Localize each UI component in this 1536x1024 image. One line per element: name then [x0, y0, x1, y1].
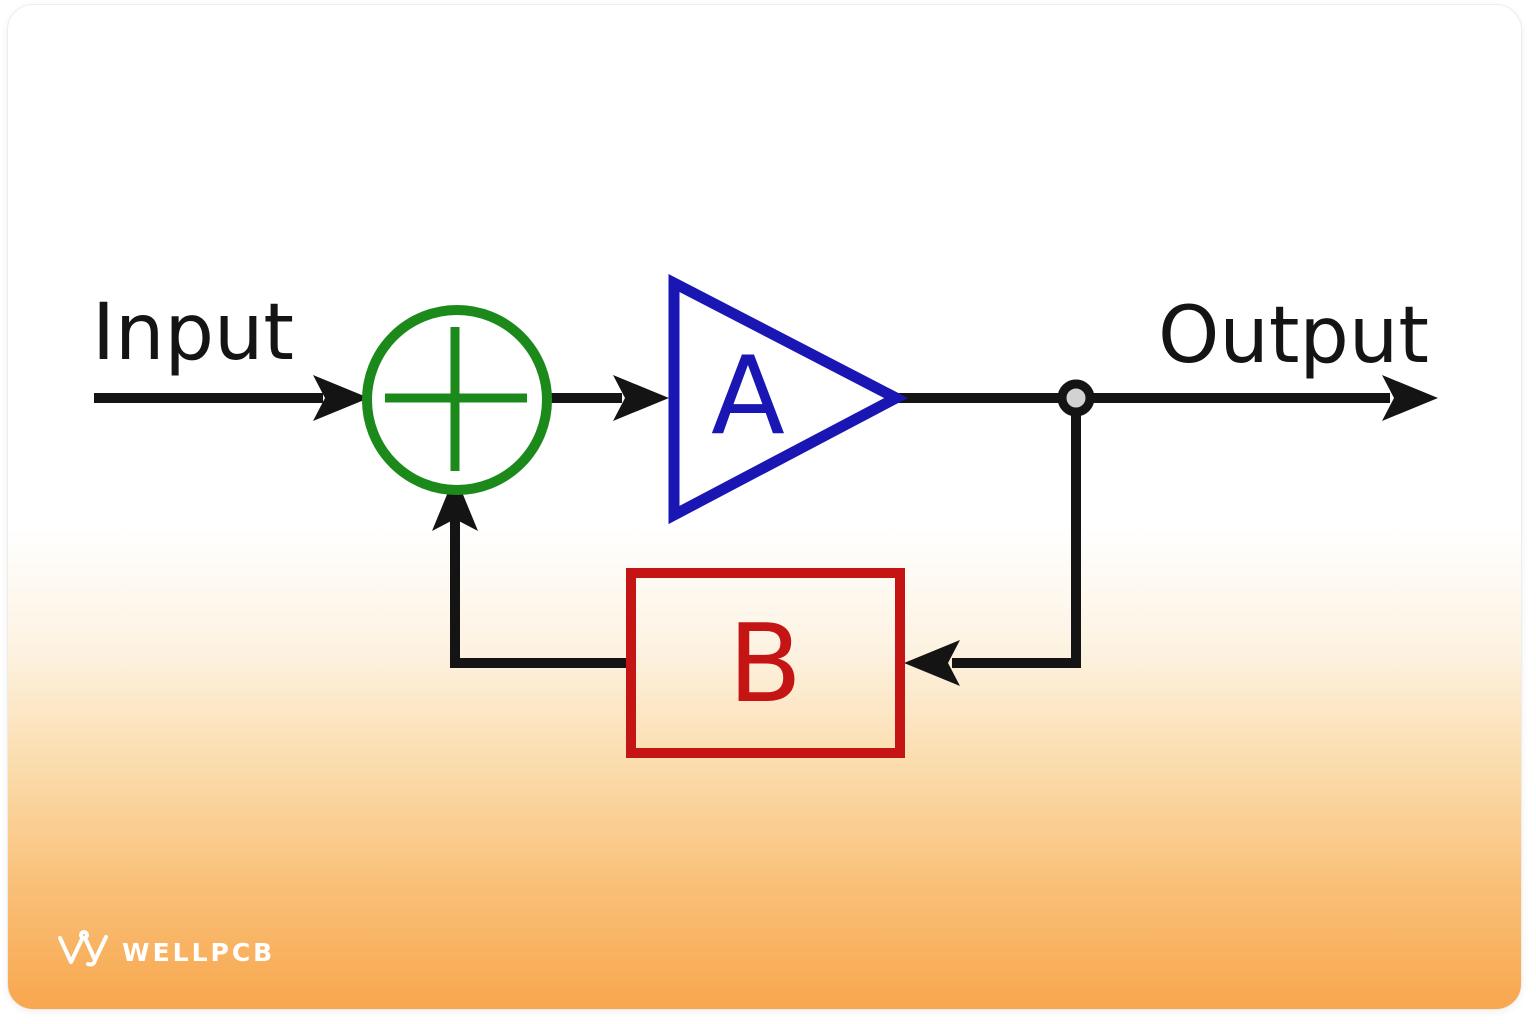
node-to-feedback-line	[952, 405, 1081, 668]
input-label: Input	[92, 288, 294, 378]
plus-icon	[385, 327, 527, 471]
sum-in-arrowhead-icon	[432, 475, 478, 531]
logo-w-right-stroke	[84, 935, 108, 962]
amplifier-label: A	[711, 334, 785, 459]
feedback-label: B	[728, 602, 802, 727]
signal-lines	[94, 393, 1390, 668]
feedback-in-arrowhead-icon	[904, 640, 960, 686]
arrowheads	[313, 375, 1438, 686]
diagram-card: A B Input Output WELLPCB	[7, 4, 1522, 1010]
amplifier-triangle	[668, 273, 908, 525]
output-label: Output	[1158, 291, 1429, 381]
summing-junction	[362, 305, 552, 495]
amplifier-block: A	[668, 273, 908, 525]
feedback-rect	[626, 568, 905, 758]
wellpcb-logo-text: WELLPCB	[122, 937, 276, 967]
amp-input-arrowhead-icon	[613, 375, 669, 421]
feedback-loop-diagram: A B Input Output	[92, 273, 1438, 758]
pickoff-node	[1057, 379, 1095, 417]
wellpcb-logo: WELLPCB	[56, 929, 275, 969]
logo-dot-icon	[79, 930, 89, 940]
logo-w-left-stroke	[58, 936, 84, 964]
feedback-block: B	[626, 568, 905, 758]
output-arrowhead-icon	[1382, 375, 1438, 421]
wellpcb-logo-icon	[58, 930, 108, 967]
feedback-to-sum-line	[450, 519, 628, 668]
input-arrowhead-icon	[313, 375, 369, 421]
logo-tail-curl	[86, 958, 97, 967]
